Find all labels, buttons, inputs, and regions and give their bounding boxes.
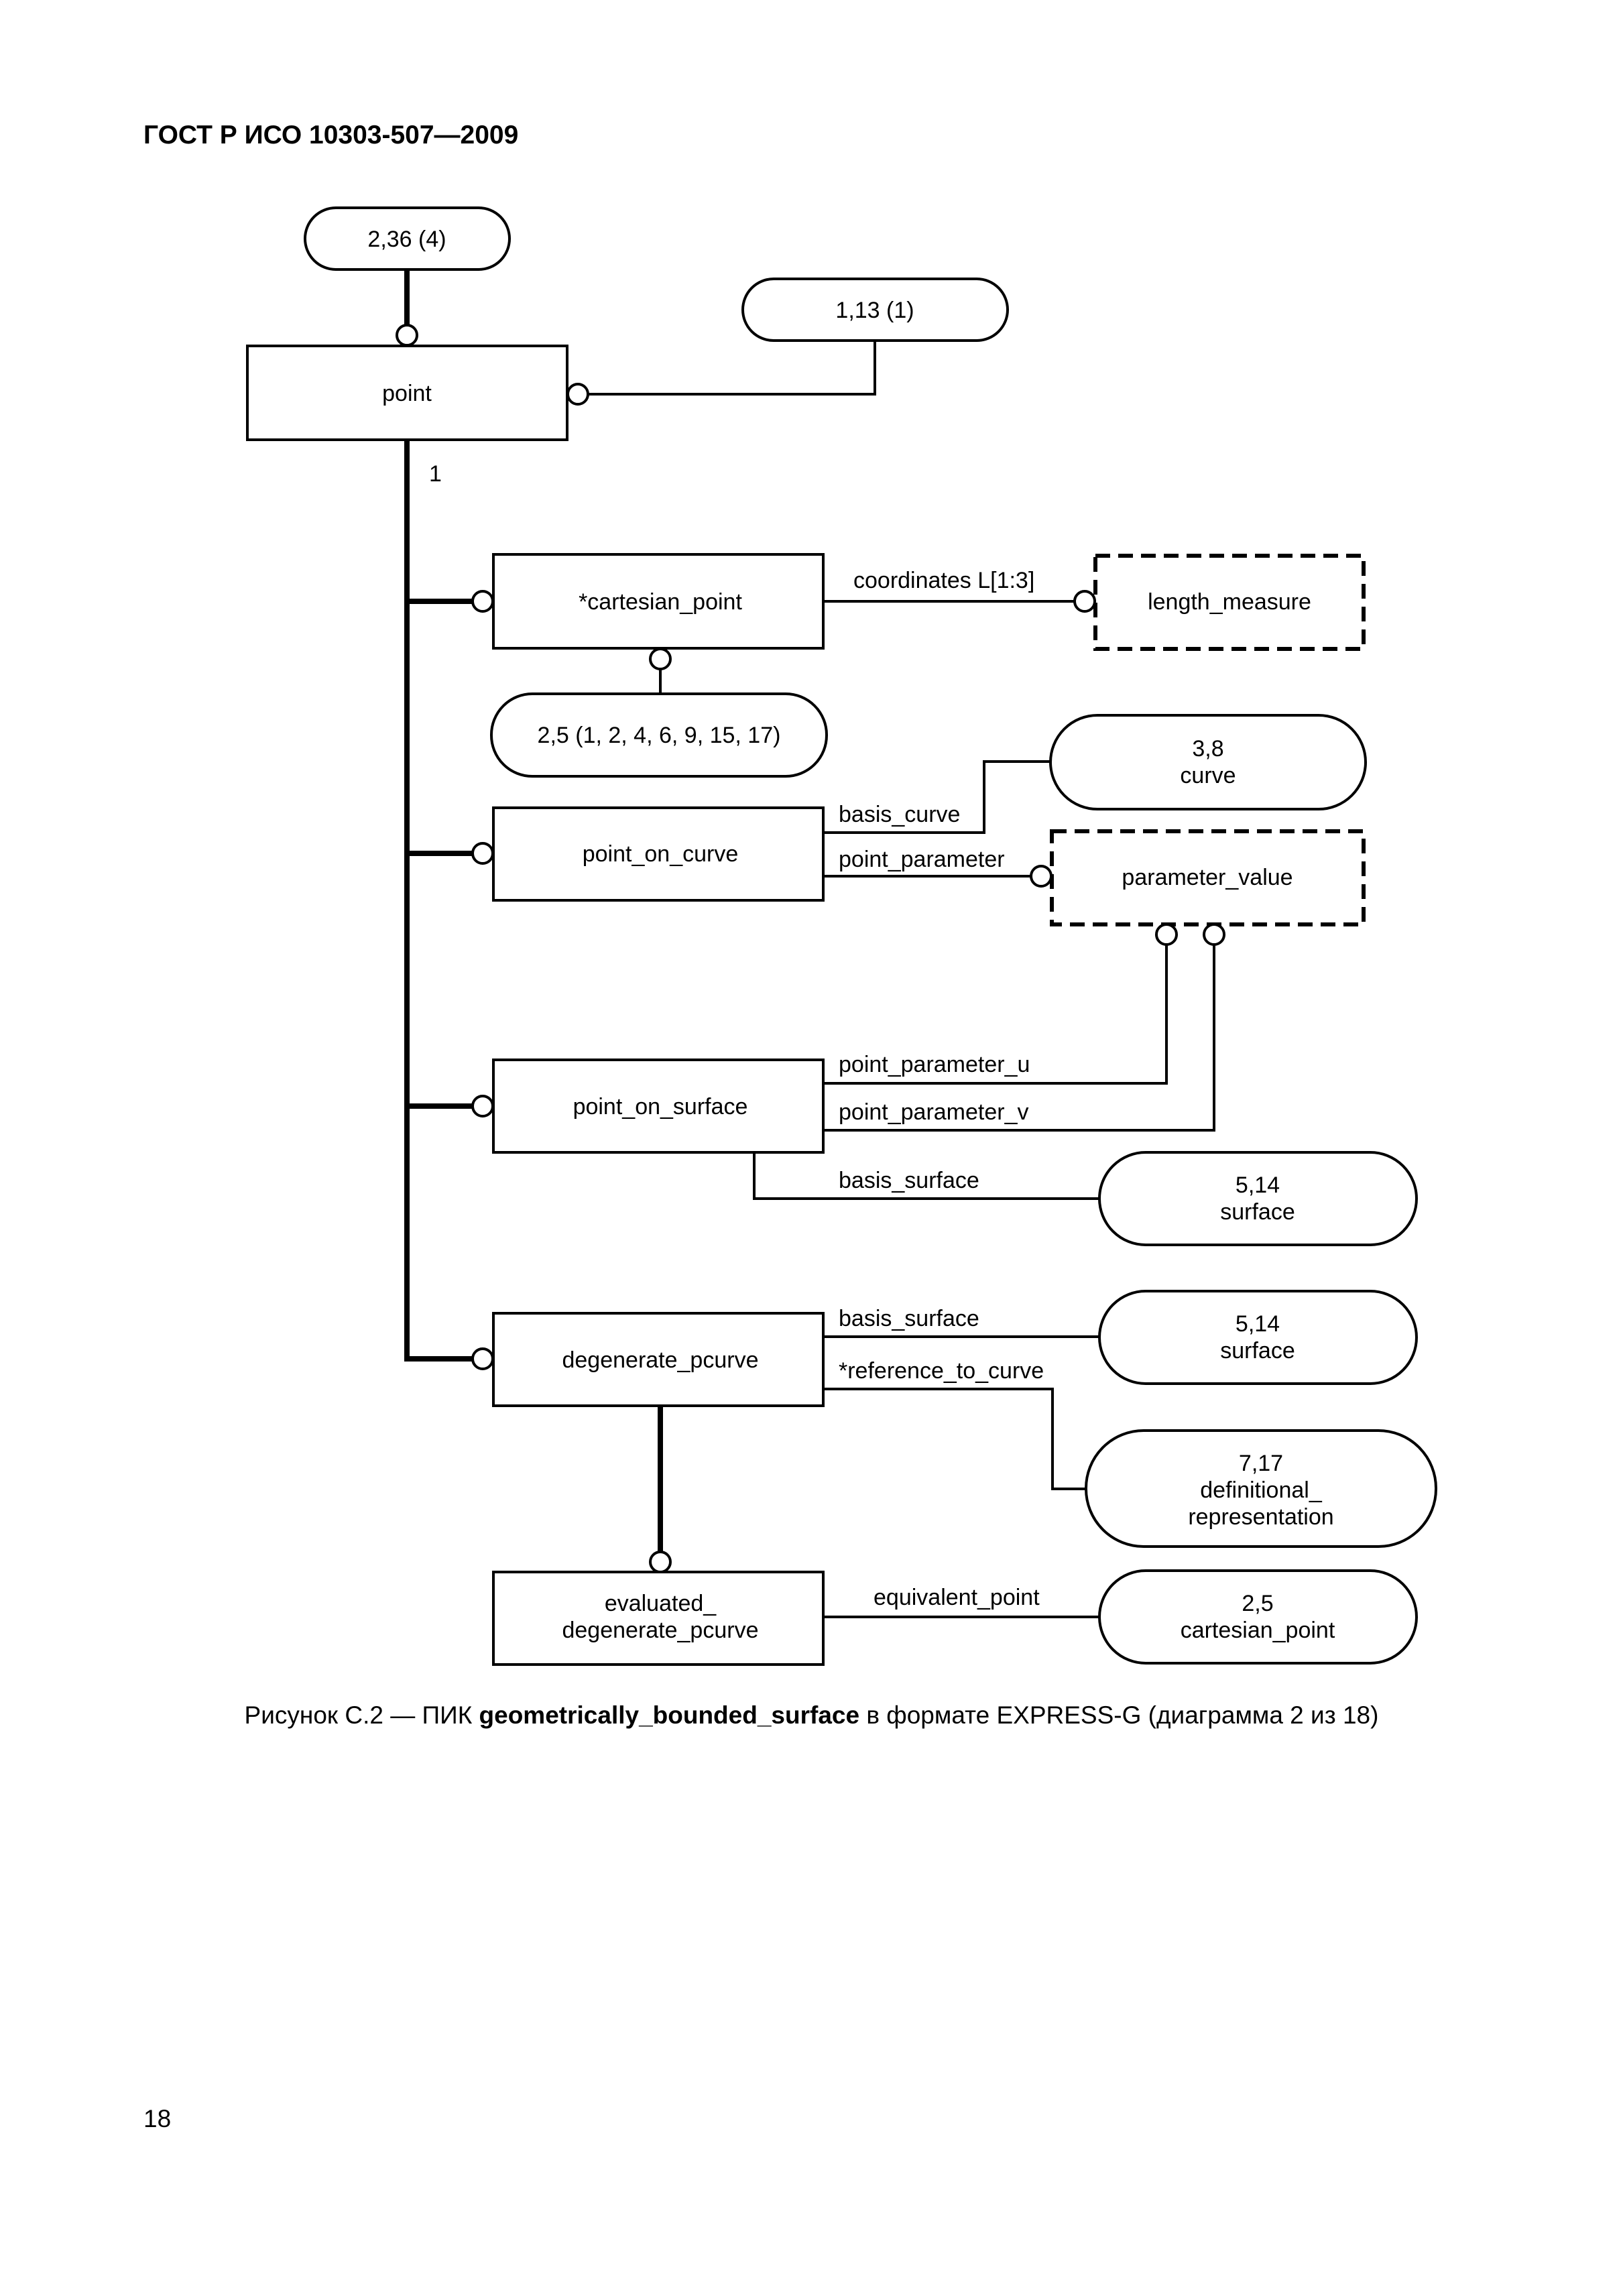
ref-cartesian-point-line2: cartesian_point <box>1181 1618 1335 1643</box>
document-header: ГОСТ Р ИСО 10303-507—2009 <box>143 121 519 149</box>
ref-surface-1-line2: surface <box>1220 1199 1295 1225</box>
caption-suffix: в формате EXPRESS-G (диаграмма 2 из 18) <box>859 1701 1379 1729</box>
label-point-parameter: point_parameter <box>839 847 1005 872</box>
entity-evaluated-line2: degenerate_pcurve <box>562 1618 758 1643</box>
label-one: 1 <box>429 461 442 487</box>
ref-point <box>741 278 1009 342</box>
label-basis-surface-2: basis_surface <box>839 1306 979 1331</box>
ref-surface-2 <box>1098 1290 1418 1385</box>
page-number: 18 <box>143 2105 172 2132</box>
type-length-measure-label: length_measure <box>1148 589 1311 615</box>
label-point-parameter-v: point_parameter_v <box>839 1099 1029 1125</box>
ref-definitional <box>1085 1429 1437 1548</box>
ref-point-label: 1,13 (1) <box>835 298 914 323</box>
type-parameter-value <box>1050 829 1366 926</box>
entity-point-on-curve-label: point_on_curve <box>583 841 739 867</box>
label-reference-to-curve: *reference_to_curve <box>839 1358 1044 1384</box>
entity-evaluated-line1: evaluated_ <box>605 1591 717 1616</box>
ref-surface-2-line1: 5,14 <box>1236 1311 1280 1337</box>
ref-definitional-line1: 7,17 <box>1239 1451 1283 1476</box>
type-parameter-value-label: parameter_value <box>1122 865 1293 890</box>
ref-curve-line2: curve <box>1180 763 1236 788</box>
ref-cartesian-label: 2,5 (1, 2, 4, 6, 9, 15, 17) <box>538 723 781 748</box>
ref-definitional-line3: representation <box>1188 1504 1333 1530</box>
entity-degenerate-pcurve-label: degenerate_pcurve <box>562 1347 758 1373</box>
label-basis-curve: basis_curve <box>839 802 960 827</box>
ref-surface-1-line1: 5,14 <box>1236 1172 1280 1198</box>
label-coordinates: coordinates L[1:3] <box>853 568 1034 593</box>
ref-cartesian <box>490 692 828 778</box>
entity-point-label: point <box>382 381 432 406</box>
ref-curve <box>1049 714 1367 810</box>
entity-cartesian-point-label: *cartesian_point <box>579 589 742 615</box>
label-point-parameter-u: point_parameter_u <box>839 1052 1030 1077</box>
label-equivalent-point: equivalent_point <box>874 1585 1040 1610</box>
label-basis-surface: basis_surface <box>839 1168 979 1193</box>
ref-top-label: 2,36 (4) <box>367 227 446 252</box>
ref-curve-line1: 3,8 <box>1192 736 1223 762</box>
ref-cartesian-point <box>1098 1569 1418 1665</box>
caption-bold: geometrically_bounded_surface <box>479 1701 860 1729</box>
caption-prefix: Рисунок С.2 — ПИК <box>244 1701 479 1729</box>
ref-surface-1 <box>1098 1151 1418 1246</box>
entity-point-on-surface-label: point_on_surface <box>573 1094 748 1120</box>
entity-point-on-curve <box>492 806 825 902</box>
entity-point-on-surface <box>492 1059 825 1154</box>
figure-caption: Рисунок С.2 — ПИК geometrically_bounded_… <box>0 1701 1623 1730</box>
ref-definitional-line2: definitional_ <box>1200 1477 1323 1503</box>
ref-surface-2-line2: surface <box>1220 1338 1295 1364</box>
ref-cartesian-point-line1: 2,5 <box>1242 1591 1273 1616</box>
